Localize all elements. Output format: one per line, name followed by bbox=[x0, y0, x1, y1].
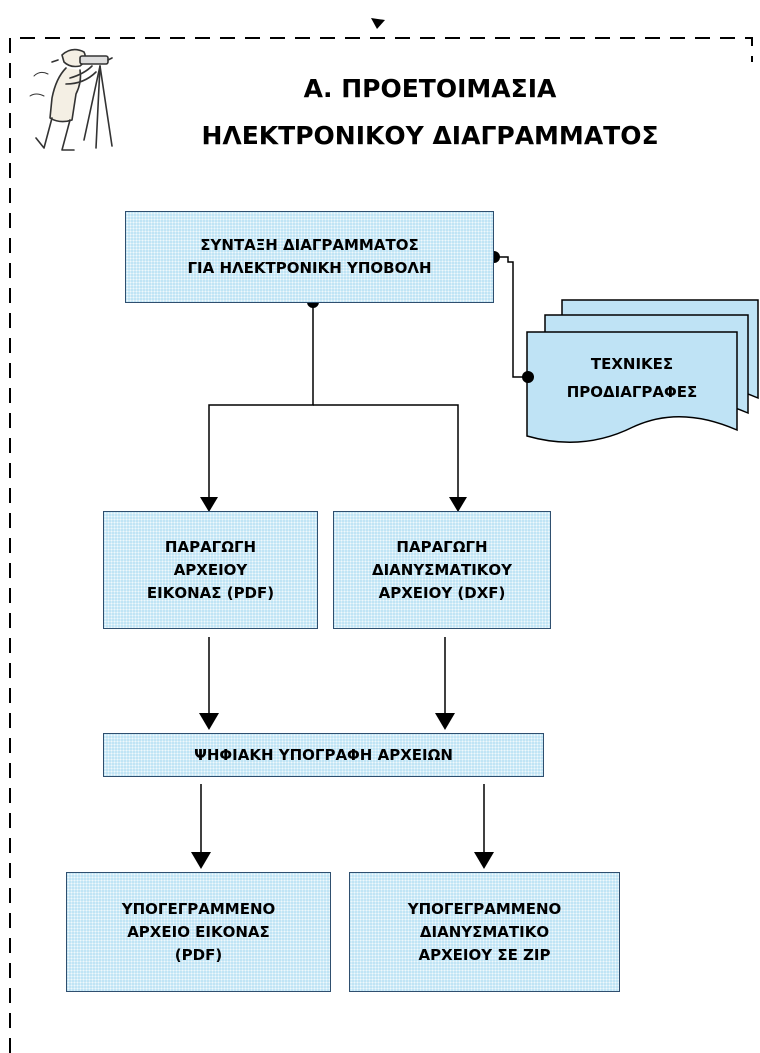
node-produce-dxf: ΠΑΡΑΓΩΓΗ ΔΙΑΝΥΣΜΑΤΙΚΟΥ ΑΡΧΕΙΟΥ (DXF) bbox=[333, 511, 551, 629]
arrowhead-down bbox=[200, 497, 218, 512]
node-label-line: ΑΡΧΕΙΟΥ (DXF) bbox=[378, 583, 506, 602]
node-label-line: ΑΡΧΕΙΟΥ ΣΕ ZIP bbox=[418, 945, 551, 964]
connector-dot bbox=[522, 371, 534, 383]
node-signed-pdf: ΥΠΟΓΕΓΡΑΜΜΕΝΟ ΑΡΧΕΙΟ ΕΙΚΟΝΑΣ (PDF) bbox=[66, 872, 331, 992]
node-label-line: ΣΥΝΤΑΞΗ ΔΙΑΓΡΑΜΜΑΤΟΣ bbox=[200, 236, 419, 254]
node-digital-signature: ΨΗΦΙΑΚΗ ΥΠΟΓΡΑΦΗ ΑΡΧΕΙΩΝ bbox=[103, 733, 544, 777]
connector-compose-split bbox=[208, 302, 314, 498]
node-label-line: ΠΡΟΔΙΑΓΡΑΦΕΣ bbox=[566, 383, 698, 401]
connector-compose-specs bbox=[494, 256, 528, 378]
node-label-line: (PDF) bbox=[174, 945, 223, 964]
arrowhead-down bbox=[474, 852, 494, 869]
node-label-line: ΠΑΡΑΓΩΓΗ bbox=[396, 537, 488, 556]
node-label-line: ΤΕΧΝΙΚΕΣ bbox=[590, 355, 674, 373]
arrowhead-down bbox=[199, 713, 219, 730]
node-label-line: ΓΙΑ ΗΛΕΚΤΡΟΝΙΚΗ ΥΠΟΒΟΛΗ bbox=[187, 259, 432, 277]
node-label-line: ΕΙΚΟΝΑΣ (PDF) bbox=[146, 583, 275, 602]
node-technical-specs: ΤΕΧΝΙΚΕΣ ΠΡΟΔΙΑΓΡΑΦΕΣ bbox=[527, 338, 737, 418]
surveyor-with-theodolite-icon bbox=[29, 48, 113, 151]
node-label-line: ΑΡΧΕΙΟ ΕΙΚΟΝΑΣ bbox=[127, 922, 270, 941]
connector-compose-split bbox=[313, 404, 459, 498]
node-label-line: ΥΠΟΓΕΓΡΑΜΜΕΝΟ bbox=[407, 899, 562, 918]
diagram-title-line-2: ΗΛΕΚΤΡΟΝΙΚΟΥ ΔΙΑΓΡΑΜΜΑΤΟΣ bbox=[201, 121, 659, 150]
node-label-line: ΑΡΧΕΙΟΥ bbox=[173, 560, 248, 579]
arrowhead-down bbox=[449, 497, 467, 512]
node-label-line: ΔΙΑΝΥΣΜΑΤΙΚΟΥ bbox=[371, 560, 513, 579]
node-label-line: ΨΗΦΙΑΚΗ ΥΠΟΓΡΑΦΗ ΑΡΧΕΙΩΝ bbox=[194, 745, 453, 764]
dashed-frame bbox=[9, 37, 753, 1053]
node-label-line: ΠΑΡΑΓΩΓΗ bbox=[164, 537, 257, 556]
arrowhead-down bbox=[191, 852, 211, 869]
node-label-line: ΔΙΑΝΥΣΜΑΤΙΚΟ bbox=[419, 922, 550, 941]
diagram-title-line-1: Α. ΠΡΟΕΤΟΙΜΑΣΙΑ bbox=[303, 74, 557, 103]
specs-document-stack bbox=[526, 299, 759, 443]
node-compose-diagram: ΣΥΝΤΑΞΗ ΔΙΑΓΡΑΜΜΑΤΟΣ ΓΙΑ ΗΛΕΚΤΡΟΝΙΚΗ ΥΠΟ… bbox=[125, 211, 494, 303]
node-label-line: ΥΠΟΓΕΓΡΑΜΜΕΝΟ bbox=[121, 899, 276, 918]
node-produce-pdf: ΠΑΡΑΓΩΓΗ ΑΡΧΕΙΟΥ ΕΙΚΟΝΑΣ (PDF) bbox=[103, 511, 318, 629]
frame-arrowhead bbox=[371, 18, 385, 29]
arrowhead-down bbox=[435, 713, 455, 730]
node-signed-zip: ΥΠΟΓΕΓΡΑΜΜΕΝΟ ΔΙΑΝΥΣΜΑΤΙΚΟ ΑΡΧΕΙΟΥ ΣΕ ZI… bbox=[349, 872, 620, 992]
